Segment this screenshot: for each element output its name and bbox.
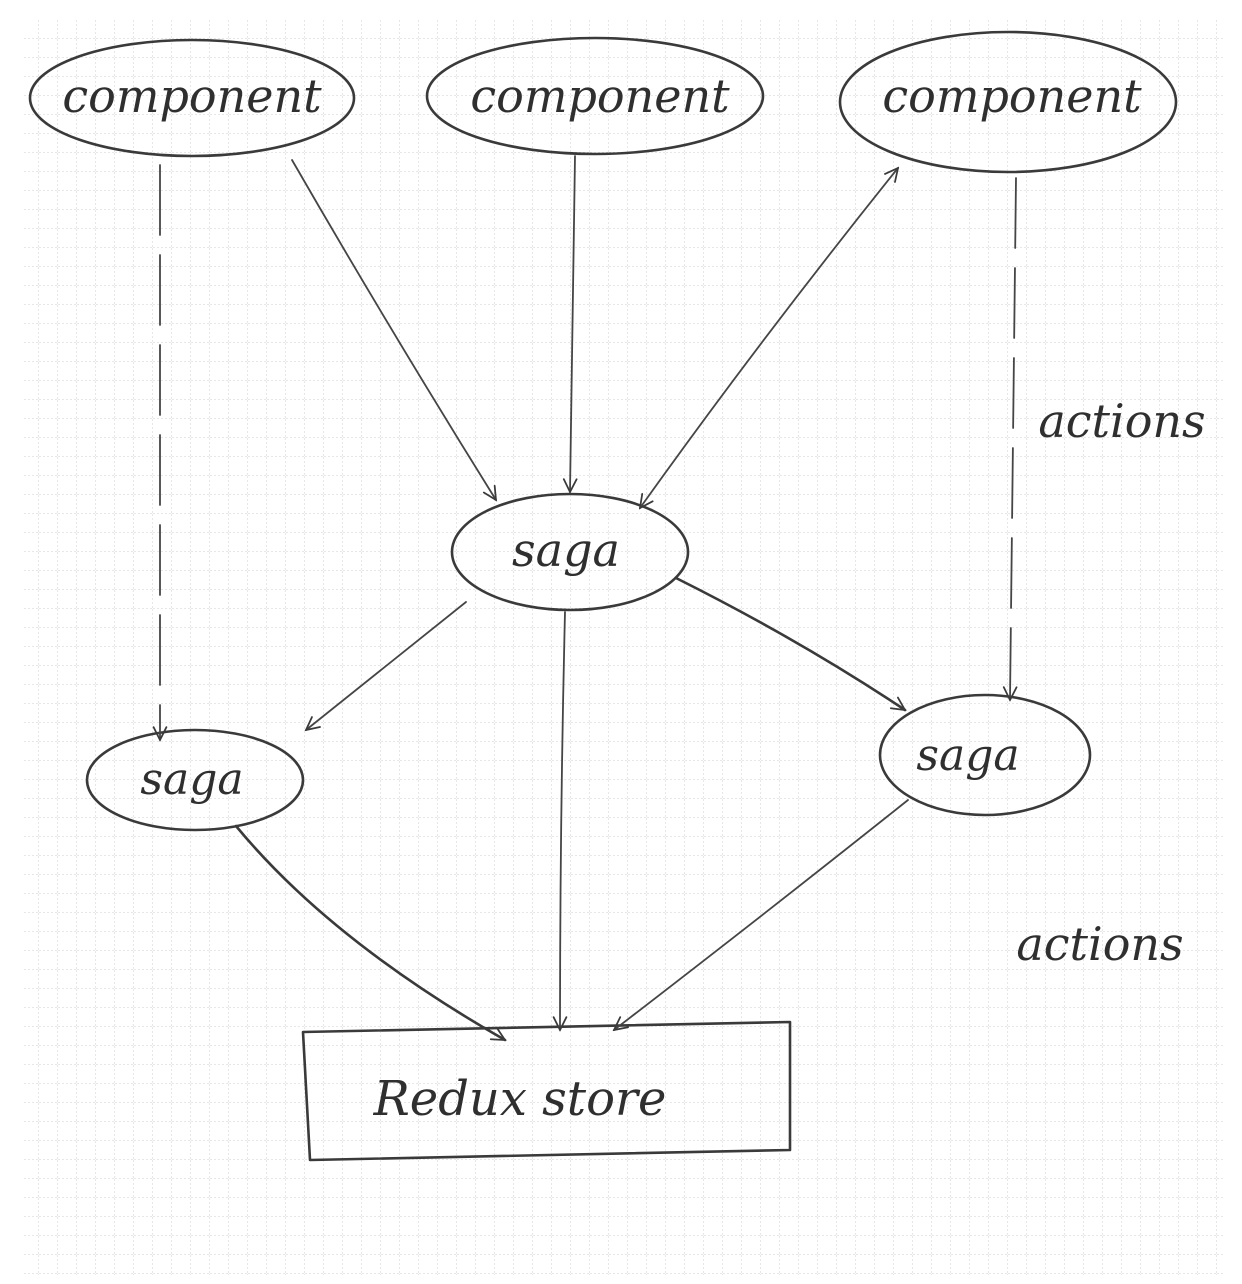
arrow-saga-to-component-right — [640, 168, 898, 508]
component-right-label: component — [882, 69, 1142, 123]
saga-right-label: saga — [916, 730, 1019, 781]
arrow-saga-center-to-saga-right — [674, 576, 905, 712]
component-center-label: component — [470, 69, 730, 123]
arrow-component-left-to-saga — [291, 159, 496, 500]
component-node-center: component — [425, 36, 765, 156]
saga-node-right: saga — [878, 693, 1092, 817]
component-node-right: component — [838, 30, 1178, 174]
component-node-left: component — [28, 38, 356, 158]
saga-node-left: saga — [85, 728, 305, 832]
actions-label-upper: actions — [1038, 394, 1205, 448]
arrow-component-center-to-saga — [570, 155, 575, 492]
arrow-saga-left-to-store — [234, 824, 505, 1042]
saga-left-label: saga — [140, 754, 243, 805]
arrow-saga-center-to-saga-left — [306, 601, 467, 730]
actions-label-lower: actions — [1016, 917, 1183, 971]
arrow-saga-right-to-store — [614, 799, 909, 1030]
graph-paper-grid — [24, 20, 1224, 1275]
redux-store-label: Redux store — [373, 1071, 667, 1127]
component-left-label: component — [62, 69, 322, 123]
saga-node-center: saga — [450, 492, 690, 612]
arrow-saga-center-to-store — [560, 611, 565, 1030]
saga-center-label: saga — [512, 523, 620, 577]
